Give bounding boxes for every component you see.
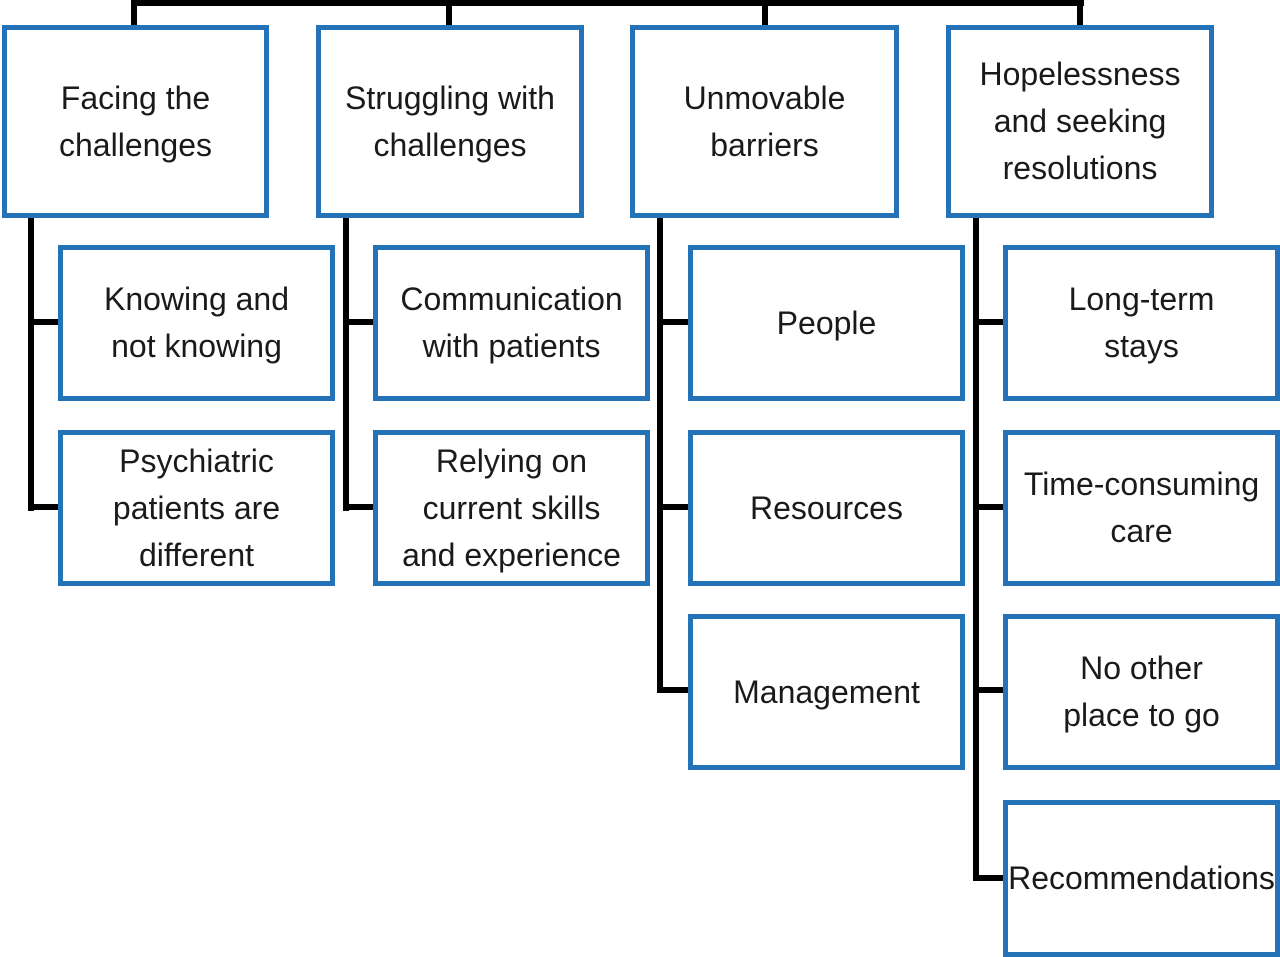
top-drop-connector-4 bbox=[1077, 0, 1083, 27]
subtheme-recommendations: Recommendations bbox=[1003, 800, 1280, 957]
theme-4-branch-2 bbox=[973, 504, 1007, 510]
top-horizontal-connector bbox=[131, 0, 1084, 6]
theme-3-branch-1 bbox=[657, 319, 691, 325]
theme-4-branch-4 bbox=[973, 875, 1007, 881]
theme-2-branch-1 bbox=[343, 319, 377, 325]
theme-2-branch-2 bbox=[343, 504, 377, 510]
theme-3-trunk bbox=[657, 213, 663, 693]
top-drop-connector-1 bbox=[131, 0, 137, 27]
theme-3-branch-3 bbox=[657, 687, 691, 693]
theme-2-trunk bbox=[343, 213, 349, 511]
theme-1-branch-1 bbox=[28, 319, 62, 325]
subtheme-management: Management bbox=[688, 614, 965, 770]
top-drop-connector-3 bbox=[762, 0, 768, 27]
theme-3-branch-2 bbox=[657, 504, 691, 510]
theme-1-trunk bbox=[28, 213, 34, 511]
subtheme-time-consuming-care: Time-consuming care bbox=[1003, 430, 1280, 586]
subtheme-psychiatric-patients-different: Psychiatric patients are different bbox=[58, 430, 335, 586]
subtheme-relying-on-skills: Relying on current skills and experience bbox=[373, 430, 650, 586]
subtheme-people: People bbox=[688, 245, 965, 401]
top-drop-connector-2 bbox=[446, 0, 452, 27]
subtheme-no-other-place-to-go: No other place to go bbox=[1003, 614, 1280, 770]
theme-4-branch-3 bbox=[973, 687, 1007, 693]
subtheme-long-term-stays: Long-term stays bbox=[1003, 245, 1280, 401]
subtheme-communication-with-patients: Communication with patients bbox=[373, 245, 650, 401]
theme-1-branch-2 bbox=[28, 504, 62, 510]
theme-4-trunk bbox=[973, 213, 979, 881]
subtheme-knowing-and-not-knowing: Knowing and not knowing bbox=[58, 245, 335, 401]
theme-4-branch-1 bbox=[973, 319, 1007, 325]
theme-struggling-with-challenges: Struggling with challenges bbox=[316, 25, 584, 218]
theme-unmovable-barriers: Unmovable barriers bbox=[630, 25, 899, 218]
subtheme-resources: Resources bbox=[688, 430, 965, 586]
theme-facing-challenges: Facing the challenges bbox=[2, 25, 269, 218]
theme-hopelessness-seeking-resolutions: Hopelessness and seeking resolutions bbox=[946, 25, 1214, 218]
